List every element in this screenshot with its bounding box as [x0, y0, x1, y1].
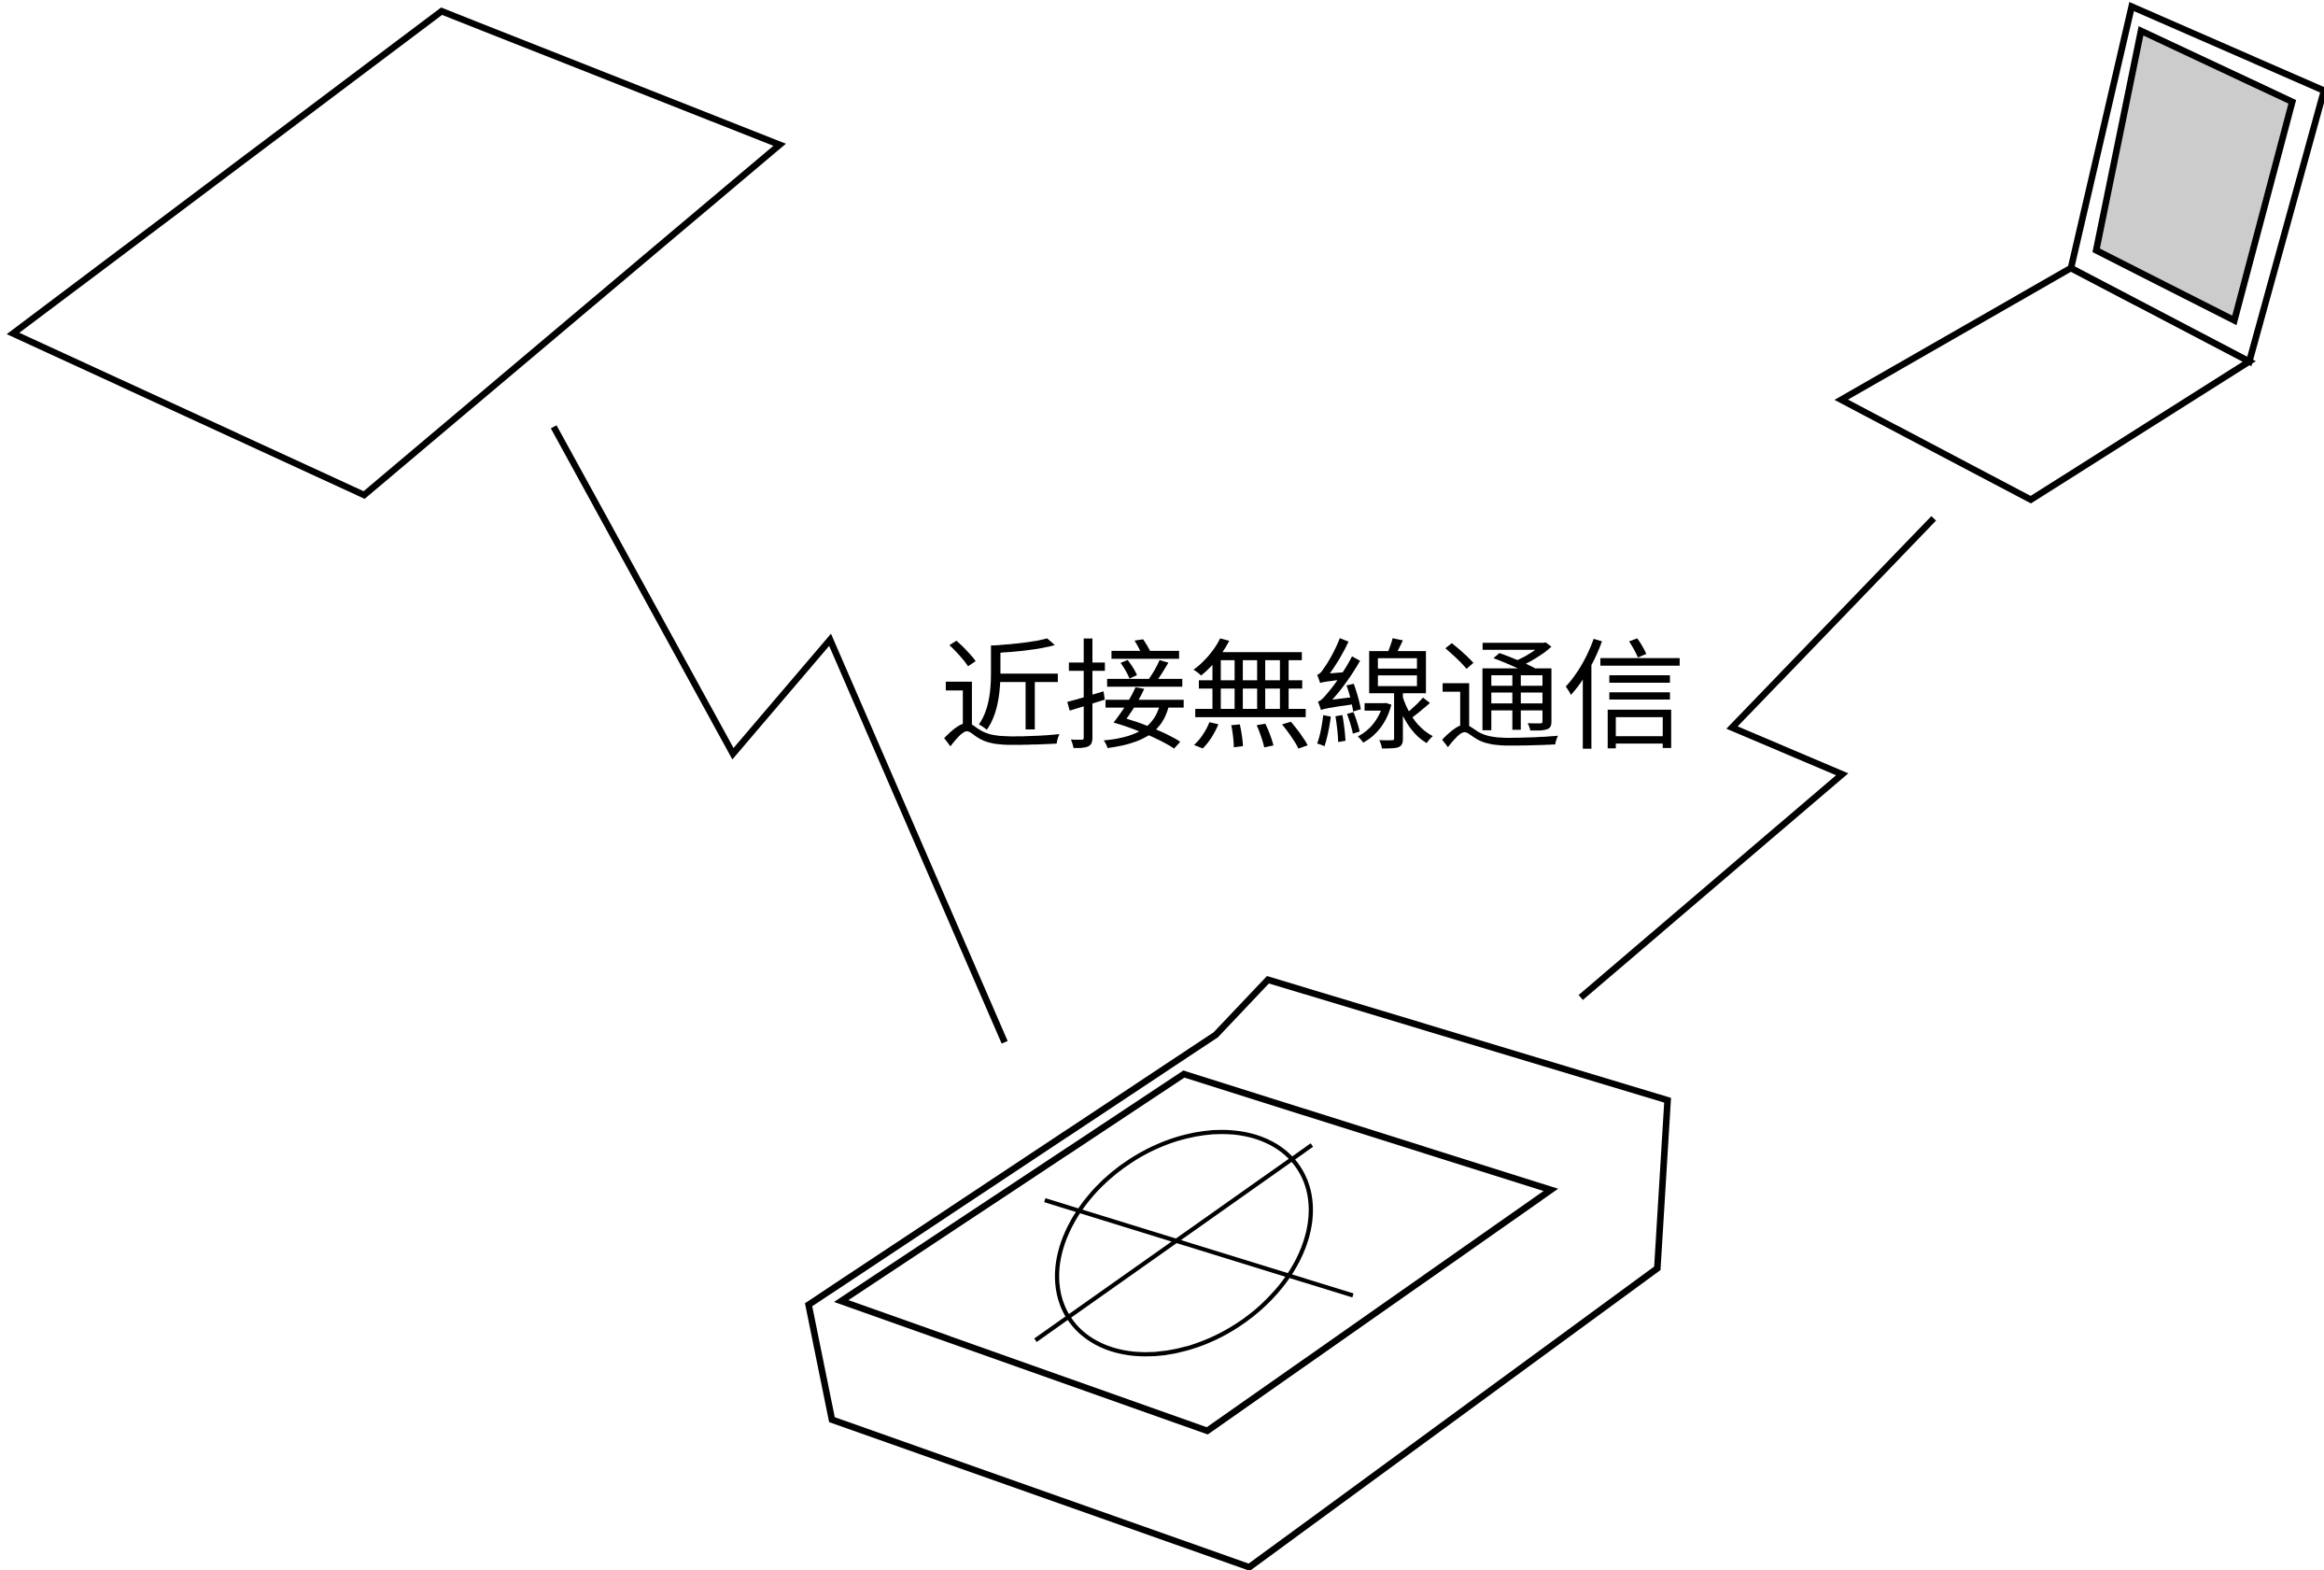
wireless-link-right	[1578, 516, 1937, 1000]
card-device	[7, 7, 786, 500]
card-outline	[7, 7, 786, 500]
antenna-crossline-b	[1034, 1143, 1314, 1342]
reader-pad	[834, 1070, 1558, 1435]
nfc-reader-device	[805, 976, 1671, 1570]
laptop-screen	[2092, 25, 2297, 326]
caption-label: 近接無線通信	[939, 629, 1686, 768]
laptop-device	[1834, 2, 2324, 504]
wireless-link-left	[550, 425, 1008, 1044]
antenna-crossline-a	[1044, 1197, 1354, 1298]
